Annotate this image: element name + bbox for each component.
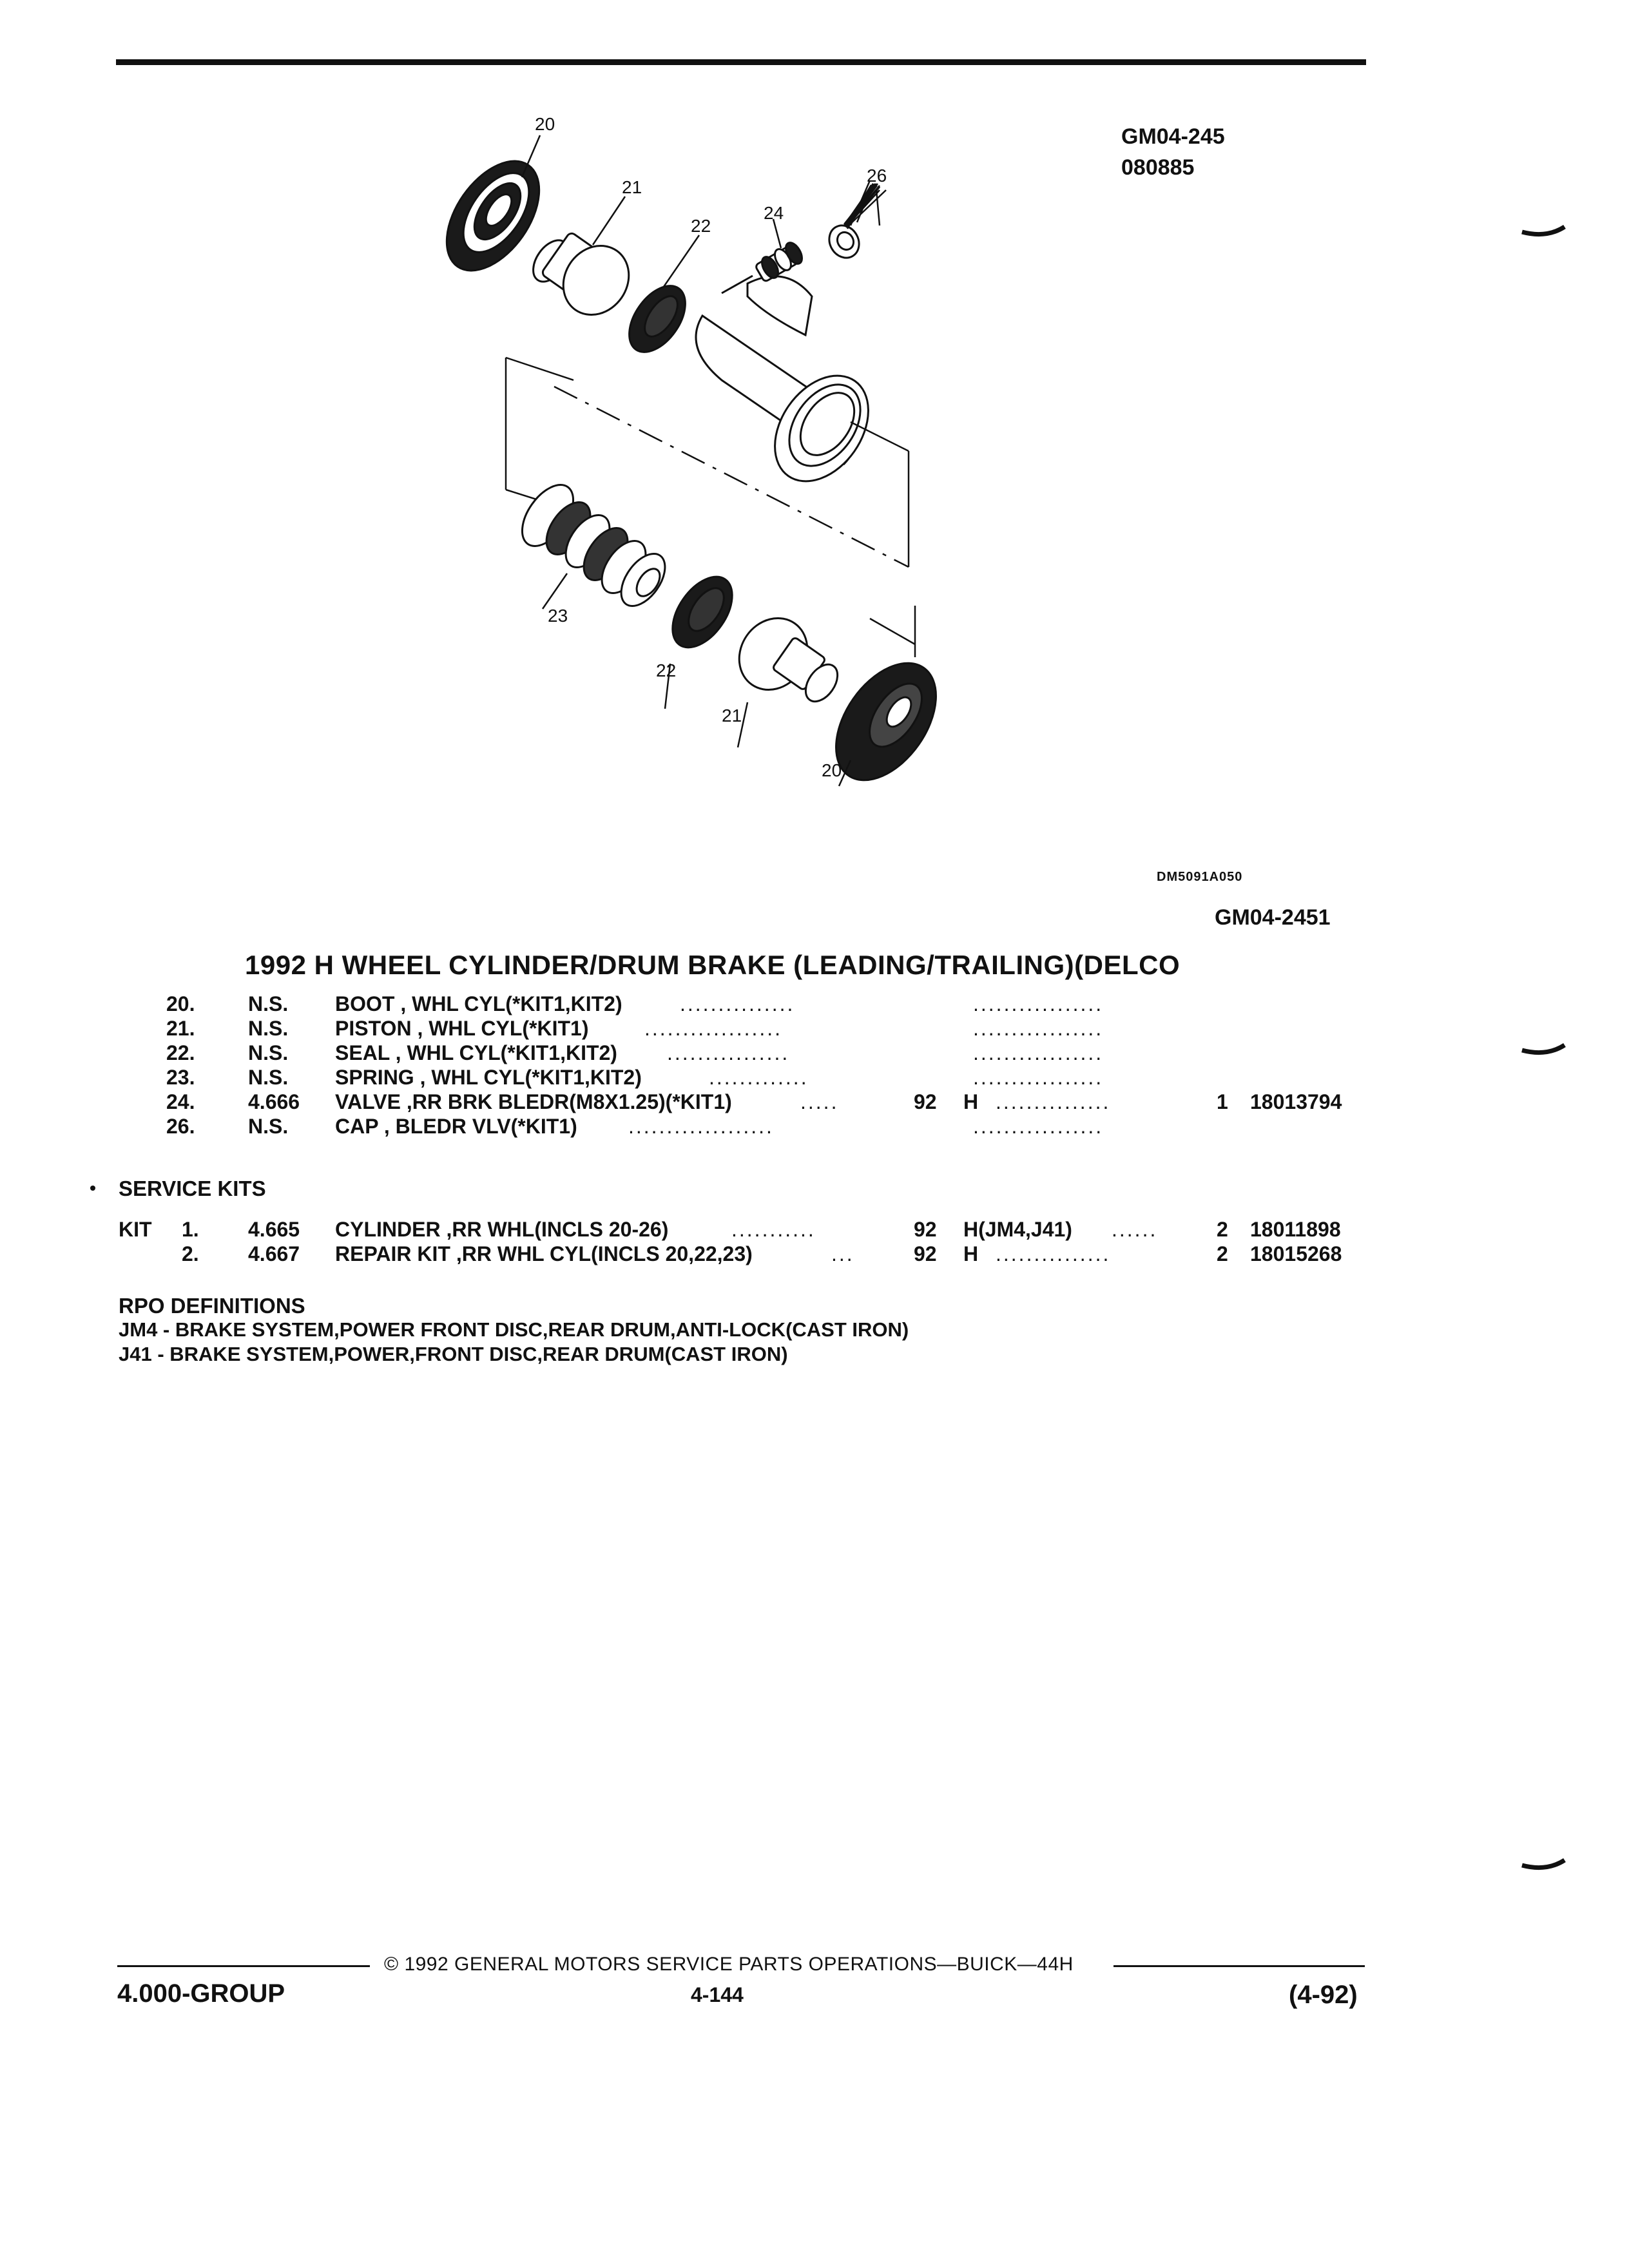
model-year: 92: [914, 1218, 937, 1241]
item-number: 20.: [166, 992, 195, 1015]
callout-21-top: 21: [622, 177, 642, 197]
seal-top: [628, 285, 686, 353]
piston-bottom: [738, 617, 839, 703]
bullet-mark: [90, 1186, 95, 1191]
model-year: 92: [914, 1242, 937, 1265]
part-number: 18011898: [1250, 1218, 1341, 1241]
model-code: H(JM4,J41): [963, 1218, 1072, 1241]
part-description: SPRING , WHL CYL(*KIT1,KIT2): [335, 1066, 642, 1089]
part-description: SEAL , WHL CYL(*KIT1,KIT2): [335, 1041, 617, 1064]
wheel-cylinder-exploded-diagram: 20 21 22 26 24 23 22 21 20: [445, 114, 937, 787]
boot-bottom: [835, 662, 937, 782]
leader-dots: ...............: [996, 1090, 1111, 1113]
callout-22-top: 22: [691, 216, 711, 236]
callout-21-bottom: 21: [722, 706, 742, 726]
footer-copyright: © 1992 GENERAL MOTORS SERVICE PARTS OPER…: [384, 1954, 1074, 1975]
piston-top: [532, 232, 630, 316]
catalog-code: N.S.: [248, 1066, 289, 1089]
scan-artifact: [1521, 1043, 1566, 1055]
leader-dots: .............: [709, 1066, 809, 1089]
kit-number: 2.: [182, 1242, 199, 1265]
catalog-code: N.S.: [248, 1017, 289, 1040]
callout-20-top: 20: [535, 114, 555, 134]
footer-rule-left: [117, 1965, 370, 1967]
callout-20-bottom: 20: [822, 760, 842, 780]
footer-date: (4-92): [1289, 1981, 1358, 2009]
parts-list: 20. N.S. BOOT , WHL CYL(*KIT1,KIT2) ....…: [0, 992, 1629, 1147]
drawing-code: DM5091A050: [1157, 870, 1243, 884]
item-number: 21.: [166, 1017, 195, 1040]
footer-rule-right: [1113, 1965, 1365, 1967]
callout-leaders: [521, 135, 887, 787]
leader-dots: .................: [973, 1115, 1104, 1138]
callout-26: 26: [867, 166, 887, 186]
leader-dots: ..................: [644, 1017, 783, 1040]
item-number: 24.: [166, 1090, 195, 1113]
part-number: 18015268: [1250, 1242, 1342, 1265]
illustration-header: GM04-245 080885: [1121, 121, 1225, 183]
leader-dots: ...................: [628, 1115, 774, 1138]
quantity: 2: [1217, 1218, 1228, 1241]
footer-group: 4.000-GROUP: [117, 1979, 285, 2008]
assembly-axis-lines: [505, 356, 916, 657]
item-number: 26.: [166, 1115, 195, 1138]
part-number: 18013794: [1250, 1090, 1342, 1113]
catalog-code: 4.665: [248, 1218, 300, 1241]
seal-bottom: [671, 575, 733, 649]
catalog-code: N.S.: [248, 1115, 289, 1138]
catalog-code: 4.666: [248, 1090, 300, 1113]
quantity: 2: [1217, 1242, 1228, 1265]
leader-dots: ...............: [996, 1242, 1111, 1265]
scan-artifact: [1521, 1858, 1566, 1870]
catalog-code: N.S.: [248, 992, 289, 1015]
boot-top: [445, 160, 541, 272]
callout-23: 23: [548, 606, 568, 626]
leader-dots: ................: [667, 1041, 790, 1064]
quantity: 1: [1217, 1090, 1228, 1113]
part-description: BOOT , WHL CYL(*KIT1,KIT2): [335, 992, 622, 1015]
part-description: PISTON , WHL CYL(*KIT1): [335, 1017, 589, 1040]
model-year: 92: [914, 1090, 937, 1113]
service-kits-list: KIT 1. 4.665 CYLINDER ,RR WHL(INCLS 20-2…: [0, 1218, 1629, 1269]
rpo-heading: RPO DEFINITIONS: [119, 1294, 305, 1318]
leader-dots: .................: [973, 1017, 1104, 1040]
leader-dots: .................: [973, 992, 1104, 1015]
callout-24: 24: [764, 203, 784, 223]
top-rule: [116, 59, 1366, 65]
bleeder-cap: [828, 224, 860, 259]
illustration-group-code: GM04-245: [1121, 124, 1225, 149]
model-code: H: [963, 1090, 979, 1113]
section-title: 1992 H WHEEL CYLINDER/DRUM BRAKE (LEADIN…: [245, 950, 1181, 980]
part-description: CAP , BLEDR VLV(*KIT1): [335, 1115, 577, 1138]
leader-dots: .................: [973, 1066, 1104, 1089]
rpo-definition: JM4 - BRAKE SYSTEM,POWER FRONT DISC,REAR…: [119, 1318, 909, 1341]
illustration-date-code: 080885: [1121, 155, 1195, 180]
leader-dots: ......: [1112, 1218, 1158, 1241]
bleeder-valve: [721, 242, 803, 294]
catalog-code: 4.667: [248, 1242, 300, 1265]
leader-dots: .....: [800, 1090, 839, 1113]
item-number: 22.: [166, 1041, 195, 1064]
catalog-code: N.S.: [248, 1041, 289, 1064]
leader-dots: ...........: [731, 1218, 816, 1241]
part-description: VALVE ,RR BRK BLEDR(M8X1.25)(*KIT1): [335, 1090, 732, 1113]
scan-artifact: [1521, 225, 1566, 237]
footer-page-number: 4-144: [691, 1983, 744, 2006]
cylinder-body: [695, 275, 869, 483]
spring: [521, 484, 666, 608]
illustration-code: GM04-2451: [1215, 905, 1331, 930]
kit-description: CYLINDER ,RR WHL(INCLS 20-26): [335, 1218, 669, 1241]
rpo-definition: J41 - BRAKE SYSTEM,POWER,FRONT DISC,REAR…: [119, 1343, 788, 1365]
leader-dots: ...............: [680, 992, 795, 1015]
kit-label: KIT: [119, 1218, 152, 1241]
service-kits-heading: SERVICE KITS: [119, 1177, 266, 1200]
leader-dots: ...: [831, 1242, 854, 1265]
item-number: 23.: [166, 1066, 195, 1089]
callout-22-bottom: 22: [656, 660, 676, 680]
model-code: H: [963, 1242, 979, 1265]
kit-description: REPAIR KIT ,RR WHL CYL(INCLS 20,22,23): [335, 1242, 753, 1265]
kit-number: 1.: [182, 1218, 199, 1241]
leader-dots: .................: [973, 1041, 1104, 1064]
